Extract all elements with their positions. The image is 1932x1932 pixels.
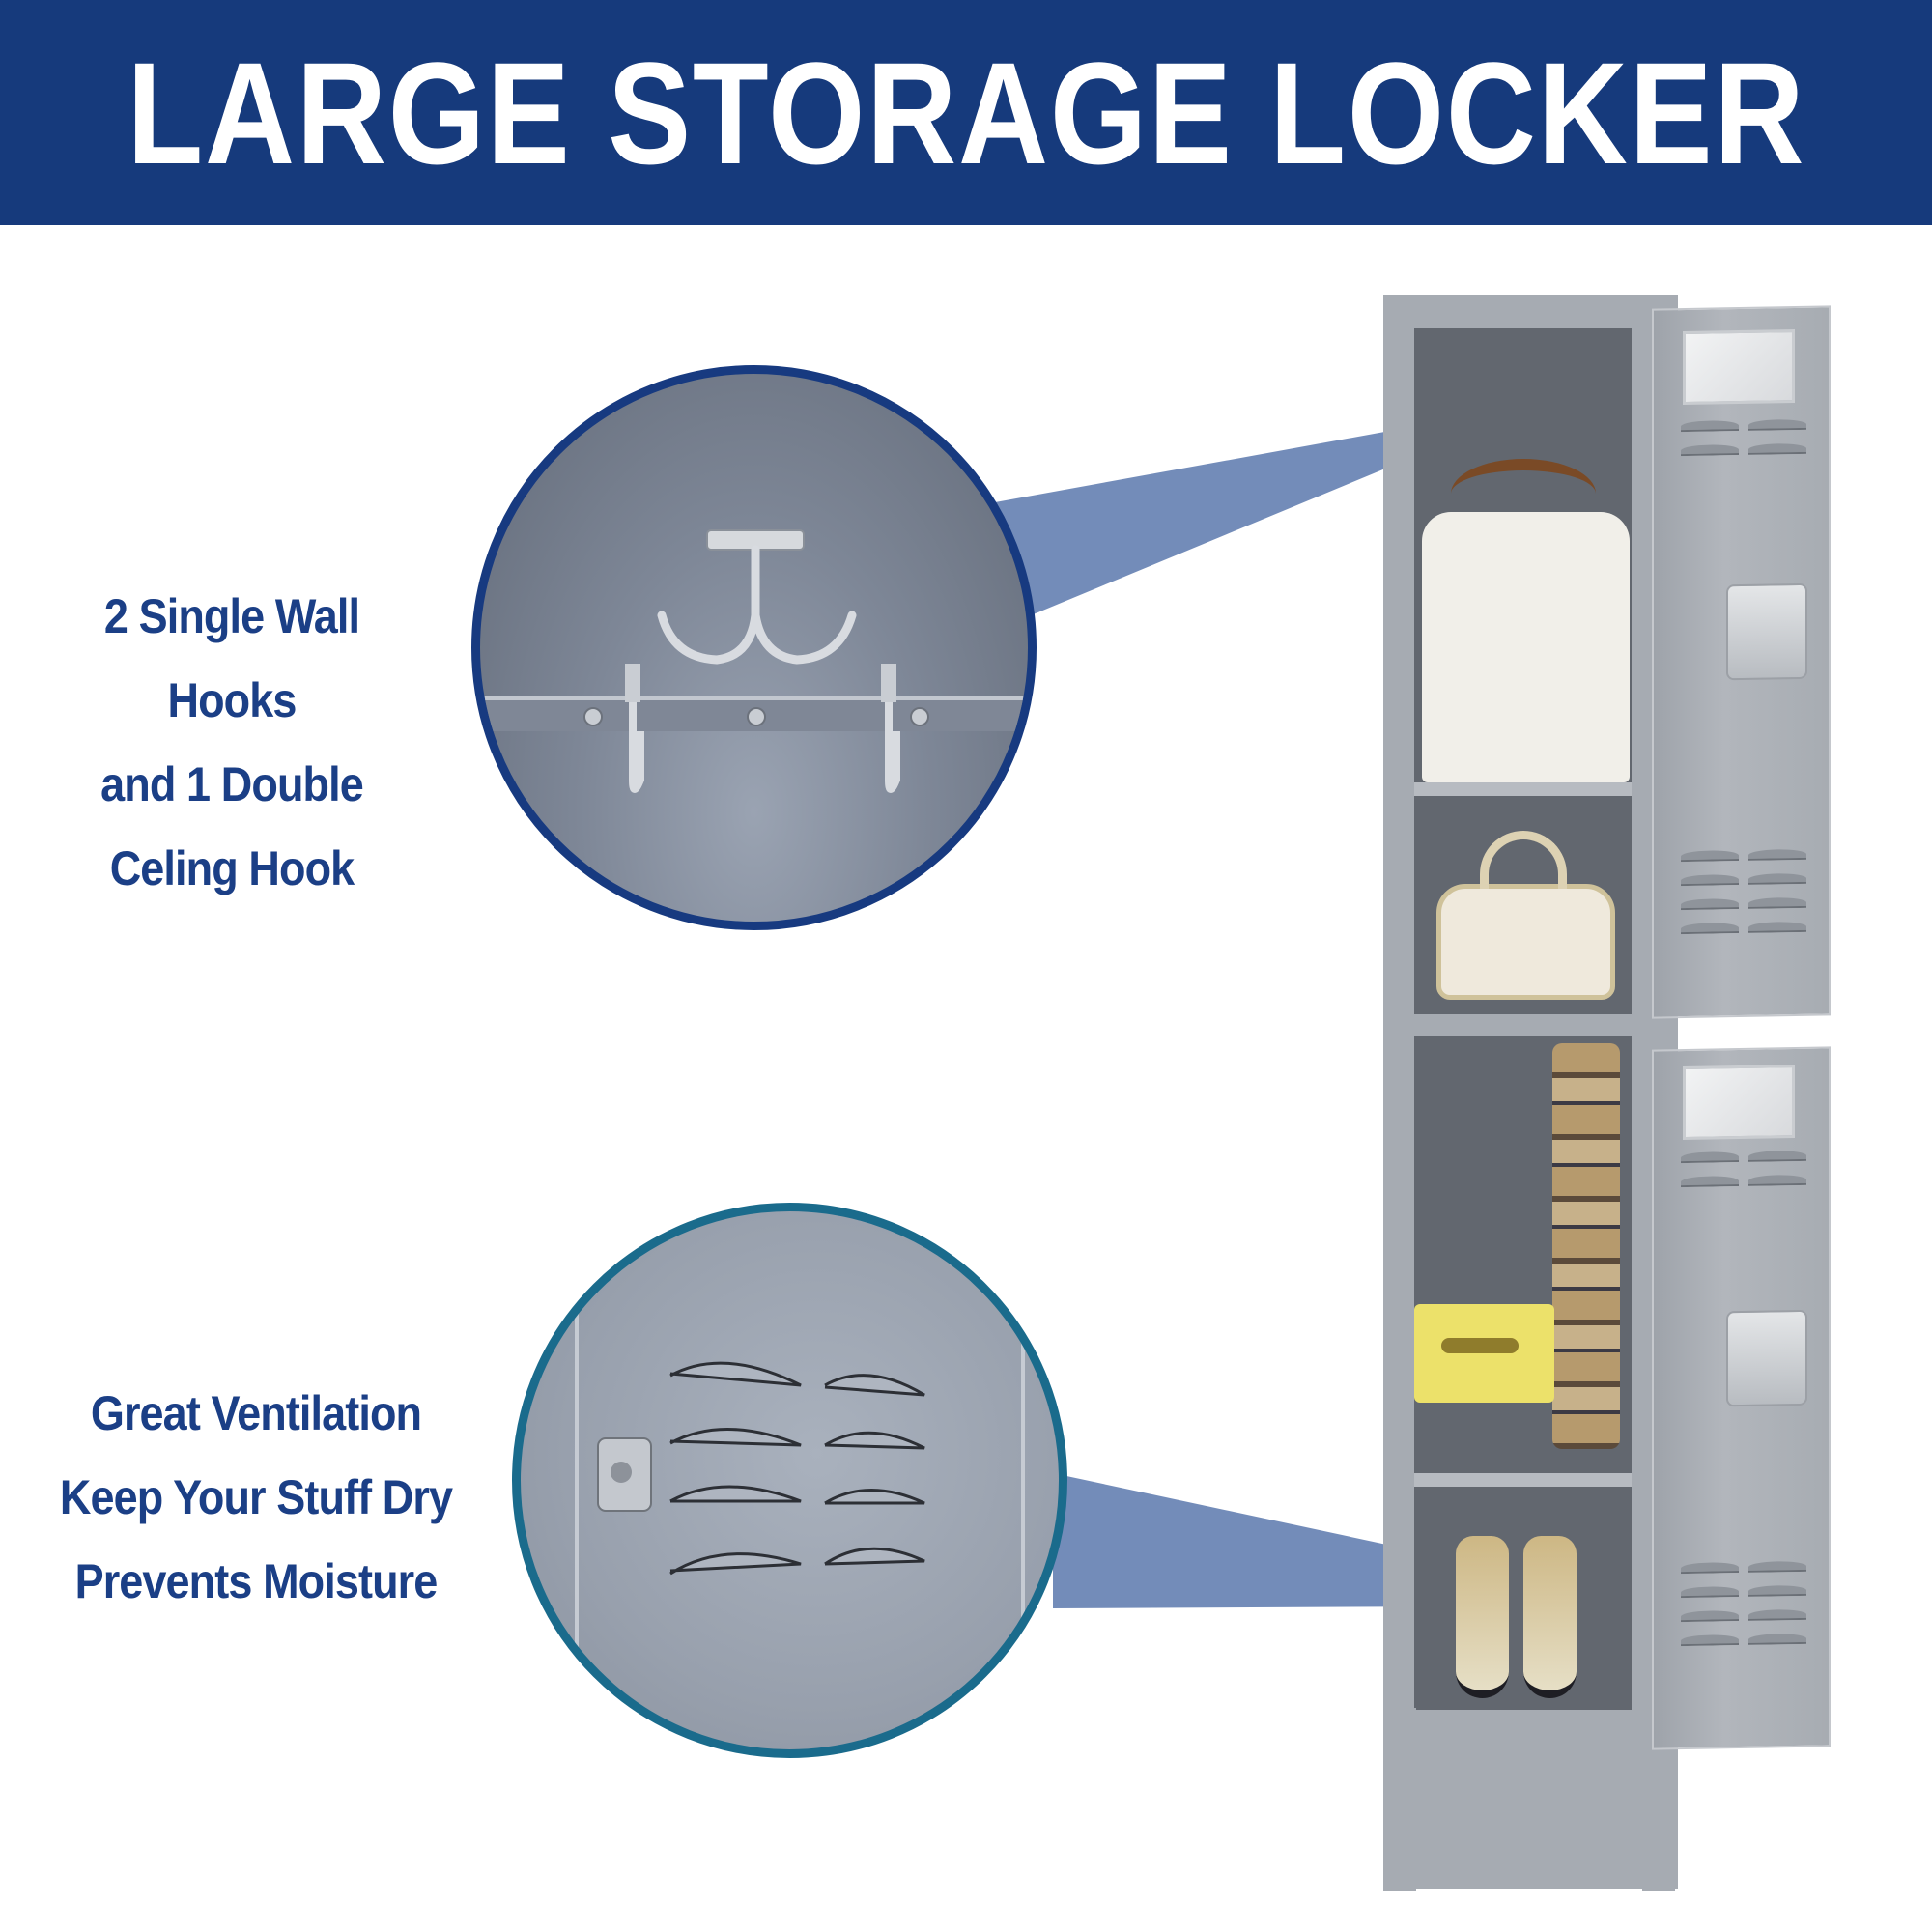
- title-banner: LARGE STORAGE LOCKER: [0, 0, 1932, 225]
- storage-box-handle: [1441, 1338, 1519, 1353]
- locker-product-image: [1383, 295, 1678, 1893]
- bottom-shelf: [1414, 1473, 1632, 1487]
- handbag-handle: [1480, 831, 1567, 889]
- ventilation-caption-line: Prevents Moisture: [74, 1554, 439, 1608]
- vent-slot: [1681, 1610, 1739, 1623]
- hooks-caption-line: 2 Single Wall Hooks: [103, 589, 360, 727]
- hooks-beam: [995, 411, 1502, 618]
- vent-slot: [1748, 1584, 1806, 1597]
- banner-title: LARGE STORAGE LOCKER: [127, 31, 1805, 194]
- vent-slot: [1748, 1560, 1806, 1573]
- vent-slot: [1748, 418, 1806, 431]
- vent-slot: [1681, 1634, 1739, 1647]
- vent-slot: [1681, 420, 1739, 433]
- hooks-illustration: [480, 529, 1028, 793]
- vents-illustration: [575, 1211, 1025, 1749]
- ventilation-caption-line: Great Ventilation: [90, 1386, 422, 1440]
- door-latch: [1726, 1309, 1807, 1407]
- vent-slot: [1748, 1608, 1806, 1621]
- name-card-holder: [1683, 1065, 1795, 1141]
- vent-slot: [1681, 850, 1739, 863]
- hooks-caption-line: Celing Hook: [109, 841, 355, 895]
- lower-locker-door: [1652, 1046, 1831, 1750]
- vent-slot: [1681, 444, 1739, 457]
- vent-slot: [1748, 442, 1806, 455]
- ventilation-caption-line: Keep Your Stuff Dry: [59, 1470, 453, 1524]
- locker-leg-left: [1383, 1708, 1416, 1891]
- vent-slot: [1681, 898, 1739, 911]
- name-card-holder: [1683, 329, 1795, 406]
- handbag: [1436, 884, 1615, 1000]
- hooks-caption: 2 Single Wall Hooks and 1 Double Celing …: [41, 575, 423, 911]
- heel-right: [1523, 1536, 1577, 1698]
- vent-slot: [1681, 1176, 1739, 1188]
- vent-slot: [1748, 848, 1806, 861]
- heel-left: [1456, 1536, 1509, 1698]
- vent-slot: [1681, 874, 1739, 887]
- door-latch: [1726, 582, 1807, 681]
- hanger: [1451, 459, 1596, 528]
- blouse: [1422, 512, 1630, 782]
- top-shelf: [1414, 782, 1632, 796]
- vent-slot: [1748, 1150, 1806, 1162]
- vent-slot: [1748, 872, 1806, 885]
- upper-locker-door: [1652, 305, 1831, 1019]
- hooks-detail-circle: [471, 365, 1037, 930]
- ventilation-caption: Great Ventilation Keep Your Stuff Dry Pr…: [52, 1372, 461, 1624]
- vent-slot: [1748, 1633, 1806, 1645]
- vent-slot: [1748, 1174, 1806, 1186]
- vent-slot: [1681, 1586, 1739, 1599]
- vent-slot: [1681, 1151, 1739, 1164]
- hooks-caption-line: and 1 Double: [100, 757, 364, 811]
- vent-slot: [1748, 921, 1806, 933]
- ventilation-detail-circle: [512, 1203, 1067, 1758]
- vent-slot: [1681, 1562, 1739, 1575]
- storage-box: [1414, 1304, 1554, 1403]
- scarf: [1552, 1043, 1620, 1449]
- vent-slot: [1681, 923, 1739, 935]
- vent-slot: [1748, 896, 1806, 909]
- tier-divider: [1383, 1014, 1678, 1036]
